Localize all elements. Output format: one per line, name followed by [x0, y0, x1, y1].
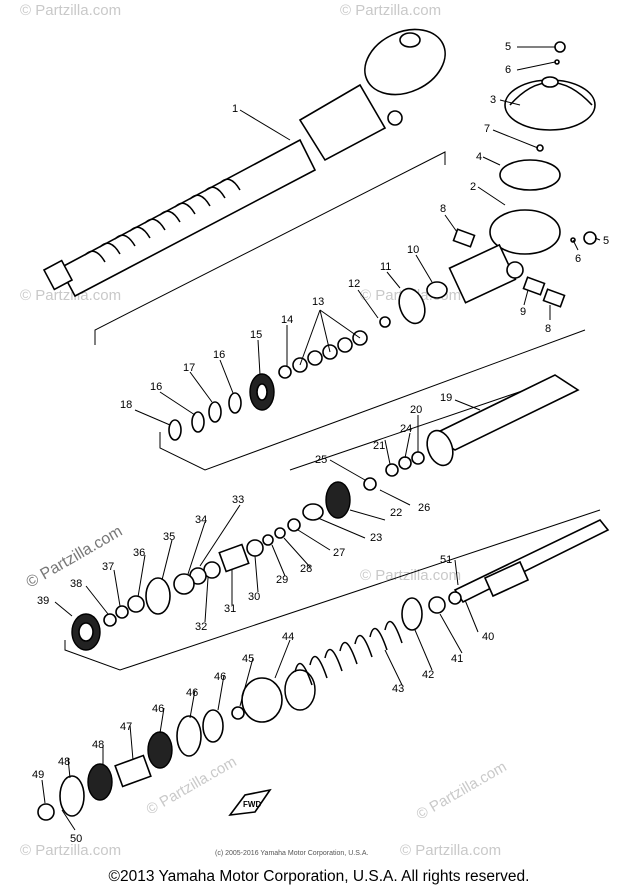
watermark-rotated: © Partzilla.com — [414, 758, 510, 823]
callout-label: 41 — [451, 653, 463, 665]
callout-label: 18 — [120, 399, 132, 411]
callout-label: 47 — [120, 721, 132, 733]
callout-label: 22 — [390, 507, 402, 519]
fwd-arrow-icon: FWD — [228, 788, 272, 817]
callout-label: 17 — [183, 362, 195, 374]
callout-label: 50 — [70, 833, 82, 845]
group-outlines — [64, 151, 601, 671]
callout-label: 13 — [312, 296, 324, 308]
callout-label: 42 — [422, 669, 434, 681]
callout-label: 10 — [407, 244, 419, 256]
callout-label: 36 — [133, 547, 145, 559]
callout-label: 21 — [373, 440, 385, 452]
watermark-text: © Partzilla.com — [20, 287, 121, 304]
callout-label: 32 — [195, 621, 207, 633]
upper-mount-parts — [448, 41, 597, 308]
callout-label: 46 — [152, 703, 164, 715]
cylinder-part — [426, 374, 580, 467]
callout-label: 51 — [440, 554, 452, 566]
watermark-text: © Partzilla.com — [360, 567, 461, 584]
callout-label: 8 — [545, 323, 551, 335]
callout-label: 43 — [392, 683, 404, 695]
watermark-text: © Partzilla.com — [340, 2, 441, 19]
spring-part — [284, 620, 403, 711]
callout-label: 33 — [232, 494, 244, 506]
callout-label: 12 — [348, 278, 360, 290]
fwd-label: FWD — [243, 800, 261, 809]
callout-label: 48 — [92, 739, 104, 751]
callout-label: 39 — [37, 595, 49, 607]
shaft-part — [401, 519, 610, 631]
callout-label: 15 — [250, 329, 262, 341]
callout-label: 45 — [242, 653, 254, 665]
callout-label: 16 — [150, 381, 162, 393]
callout-labels: 1 2 3 4 5 5 6 6 7 8 8 9 10 11 12 13 14 1… — [32, 41, 609, 845]
watermark-text: © Partzilla.com — [400, 842, 501, 859]
callout-label: 5 — [603, 235, 609, 247]
callout-label: 8 — [440, 203, 446, 215]
callout-label: 37 — [102, 561, 114, 573]
callout-label: 44 — [282, 631, 294, 643]
callout-label: 16 — [213, 349, 225, 361]
callout-label: 26 — [418, 502, 430, 514]
callout-label: 30 — [248, 591, 260, 603]
callout-label: 20 — [410, 404, 422, 416]
callout-label: 25 — [315, 454, 327, 466]
callout-label: 49 — [32, 769, 44, 781]
piston-parts — [262, 451, 425, 546]
callout-label: 46 — [214, 671, 226, 683]
callout-label: 31 — [224, 603, 236, 615]
callout-label: 34 — [195, 514, 207, 526]
callout-label: 29 — [276, 574, 288, 586]
small-copyright: (c) 2005-2016 Yamaha Motor Corporation, … — [215, 850, 368, 857]
callout-label: 6 — [505, 64, 511, 76]
valve-parts — [71, 539, 264, 651]
callout-label: 5 — [505, 41, 511, 53]
callout-label: 1 — [232, 103, 238, 115]
callout-label: 6 — [575, 253, 581, 265]
lower-row-parts — [37, 591, 462, 821]
middle-row-parts — [168, 281, 448, 441]
callout-label: 14 — [281, 314, 293, 326]
callout-label: 48 — [58, 756, 70, 768]
watermark-text: © Partzilla.com — [20, 2, 121, 19]
callout-label: 7 — [484, 123, 490, 135]
callout-label: 2 — [470, 181, 476, 193]
callout-label: 28 — [300, 563, 312, 575]
leader-lines — [41, 46, 601, 831]
callout-label: 19 — [440, 392, 452, 404]
callout-label: 38 — [70, 578, 82, 590]
copyright-notice: ©2013 Yamaha Motor Corporation, U.S.A. A… — [108, 868, 530, 885]
callout-label: 35 — [163, 531, 175, 543]
watermark-text: © Partzilla.com — [20, 842, 121, 859]
callout-label: 4 — [476, 151, 482, 163]
callout-label: 23 — [370, 532, 382, 544]
callout-label: 11 — [380, 261, 391, 273]
callout-label: 27 — [333, 547, 345, 559]
callout-label: 3 — [490, 94, 496, 106]
callout-label: 46 — [186, 687, 198, 699]
callout-label: 24 — [400, 423, 412, 435]
shock-assembly — [42, 28, 446, 298]
watermarks: © Partzilla.com © Partzilla.com © Partzi… — [20, 2, 501, 859]
callout-label: 40 — [482, 631, 494, 643]
callout-label: 9 — [520, 306, 526, 318]
